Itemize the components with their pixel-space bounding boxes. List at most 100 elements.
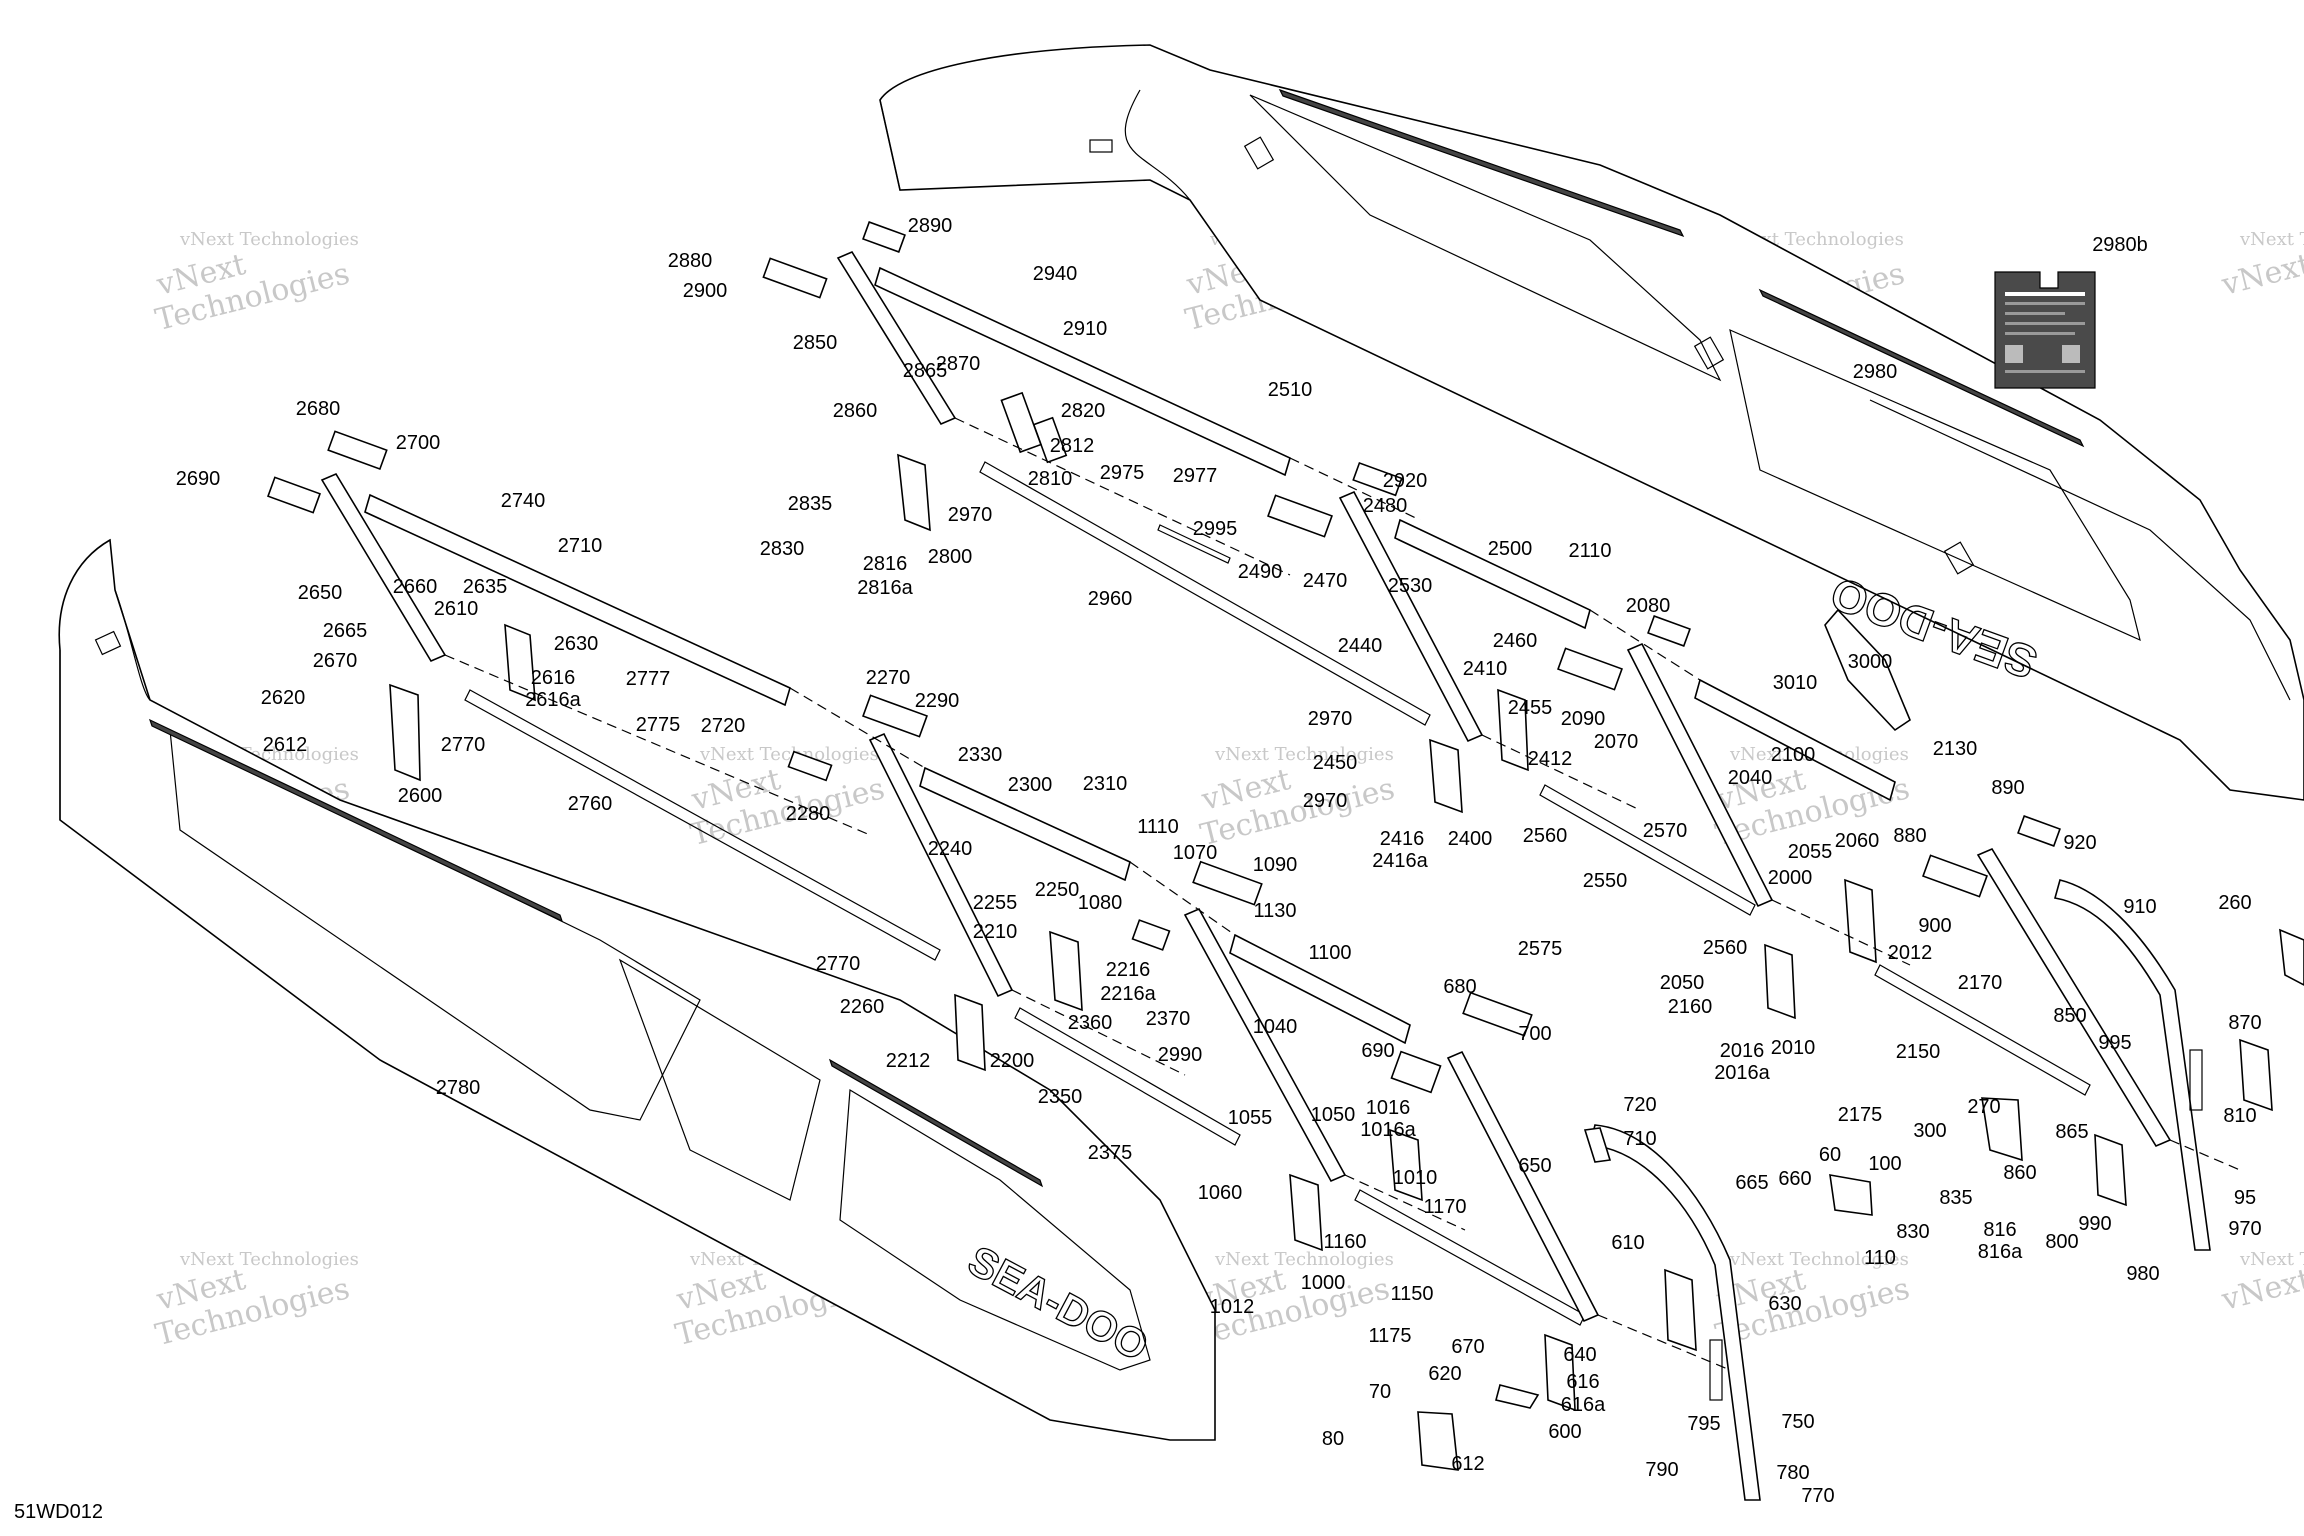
- callout-2700: 2700: [396, 432, 441, 454]
- callout-2870: 2870: [936, 353, 981, 375]
- callout-2060: 2060: [1835, 830, 1880, 852]
- callout-2560: 2560: [1703, 937, 1748, 959]
- decal-label: [1994, 271, 2096, 389]
- struts: [320, 250, 2172, 1323]
- callout-2010: 2010: [1771, 1037, 1816, 1059]
- callout-2710: 2710: [558, 535, 603, 557]
- callout-2600: 2600: [398, 785, 443, 807]
- callout-2920: 2920: [1383, 470, 1428, 492]
- callout-2480: 2480: [1363, 495, 1408, 517]
- callout-1100: 1100: [1308, 942, 1351, 964]
- callout-300: 300: [1913, 1120, 1946, 1142]
- callout-60: 60: [1819, 1144, 1841, 1166]
- callout-2860: 2860: [833, 400, 878, 422]
- callout-2360: 2360: [1068, 1012, 1113, 1034]
- callout-2770: 2770: [816, 953, 861, 975]
- watermark-small: vNext Technologies: [1214, 1249, 1394, 1270]
- callout-1060: 1060: [1198, 1182, 1243, 1204]
- callout-2900: 2900: [683, 280, 728, 302]
- callout-2977: 2977: [1173, 465, 1218, 487]
- callout-670: 670: [1451, 1336, 1484, 1358]
- callout-70: 70: [1369, 1381, 1391, 1403]
- callout-2940: 2940: [1033, 263, 1078, 285]
- callout-2055: 2055: [1788, 841, 1833, 863]
- callout-2670: 2670: [313, 650, 358, 672]
- callout-665: 665: [1735, 1172, 1768, 1194]
- callout-2850: 2850: [793, 332, 838, 354]
- callout-610: 610: [1611, 1232, 1644, 1254]
- callout-2810: 2810: [1028, 468, 1073, 490]
- callout-270: 270: [1967, 1096, 2000, 1118]
- watermark-small: vNext Technologies: [699, 744, 879, 765]
- callout-2575: 2575: [1518, 938, 1563, 960]
- callout-2690: 2690: [176, 468, 221, 490]
- callout-3010: 3010: [1773, 672, 1818, 694]
- callout-900: 900: [1918, 915, 1951, 937]
- callout-2216a: 2216a: [1100, 983, 1156, 1005]
- callout-2777: 2777: [626, 668, 671, 690]
- callout-2820: 2820: [1061, 400, 1106, 422]
- callout-1070: 1070: [1173, 842, 1218, 864]
- callout-700: 700: [1518, 1023, 1551, 1045]
- callout-850: 850: [2053, 1005, 2086, 1027]
- callout-2350: 2350: [1038, 1086, 1083, 1108]
- watermark-small: vNext Technologies: [179, 1249, 359, 1270]
- callout-1090: 1090: [1253, 854, 1298, 876]
- callout-1170: 1170: [1423, 1196, 1466, 1218]
- callout-680: 680: [1443, 976, 1476, 998]
- callout-2680: 2680: [296, 398, 341, 420]
- callout-2070: 2070: [1594, 731, 1639, 753]
- rail-2350: [1014, 1007, 1241, 1146]
- uprights: [1583, 879, 2211, 1501]
- callout-2620: 2620: [261, 687, 306, 709]
- callout-630: 630: [1768, 1293, 1801, 1315]
- callout-2470: 2470: [1303, 570, 1348, 592]
- callout-2500: 2500: [1488, 538, 1533, 560]
- callout-616: 616: [1566, 1371, 1599, 1393]
- callout-2460: 2460: [1493, 630, 1538, 652]
- callout-2216: 2216: [1106, 959, 1151, 981]
- callout-816: 816: [1983, 1219, 2016, 1241]
- callout-710: 710: [1623, 1128, 1656, 1150]
- callout-2400: 2400: [1448, 828, 1493, 850]
- callout-2150: 2150: [1896, 1041, 1941, 1063]
- callout-2612: 2612: [263, 734, 308, 756]
- rails: [364, 266, 2091, 1326]
- callout-920: 920: [2063, 832, 2096, 854]
- callout-890: 890: [1991, 777, 2024, 799]
- callout-835: 835: [1939, 1187, 1972, 1209]
- strip-2995: [1157, 524, 1231, 564]
- callout-2255: 2255: [973, 892, 1018, 914]
- callout-660: 660: [1778, 1168, 1811, 1190]
- callout-2510: 2510: [1268, 379, 1313, 401]
- callout-2990: 2990: [1158, 1044, 1203, 1066]
- callout-2720: 2720: [701, 715, 746, 737]
- callout-1040: 1040: [1253, 1016, 1298, 1038]
- callout-2616a: 2616a: [525, 689, 581, 711]
- watermark: vNext: [2217, 1262, 2304, 1318]
- callout-2970: 2970: [1303, 790, 1348, 812]
- callout-95: 95: [2234, 1187, 2256, 1209]
- callout-910: 910: [2123, 896, 2156, 918]
- callout-2370: 2370: [1146, 1008, 1191, 1030]
- callout-2970: 2970: [948, 504, 993, 526]
- callout-2450: 2450: [1313, 752, 1358, 774]
- rail-1150: [1354, 1189, 1586, 1326]
- callout-2416: 2416: [1380, 828, 1425, 850]
- callout-690: 690: [1361, 1040, 1394, 1062]
- brackets: [267, 221, 2304, 1471]
- callout-2975: 2975: [1100, 462, 1145, 484]
- rail-2150: [1874, 964, 2091, 1096]
- callout-2630: 2630: [554, 633, 599, 655]
- callout-1160: 1160: [1323, 1231, 1366, 1253]
- callout-612: 612: [1451, 1453, 1484, 1475]
- callout-620: 620: [1428, 1363, 1461, 1385]
- rail-2300: [919, 766, 1131, 882]
- callout-990: 990: [2078, 1213, 2111, 1235]
- callout-2835: 2835: [788, 493, 833, 515]
- alignment-lines: [444, 417, 2241, 1371]
- callout-2210: 2210: [973, 921, 1018, 943]
- rail-2500: [1394, 518, 1591, 630]
- callout-2812: 2812: [1050, 435, 1095, 457]
- callout-750: 750: [1781, 1411, 1814, 1433]
